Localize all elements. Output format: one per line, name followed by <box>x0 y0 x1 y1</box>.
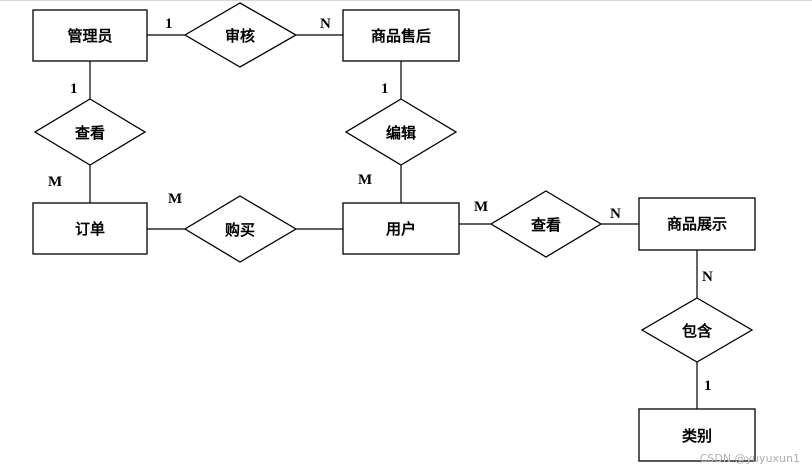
cardinality-contain-category: 1 <box>704 378 712 394</box>
relationship-contain: 包含 <box>640 297 754 363</box>
cardinality-labels: 1 N 1 M 1 M M M N N 1 <box>48 16 713 394</box>
entity-category: 类别 <box>638 408 756 462</box>
relationship-admin-view: 查看 <box>33 98 147 166</box>
cardinality-review-admin: 1 <box>165 16 173 32</box>
cardinality-admin-view-order: M <box>48 174 62 190</box>
entity-user: 用户 <box>342 202 460 255</box>
relationship-review-label: 审核 <box>225 27 255 45</box>
entity-order-label: 订单 <box>75 220 105 238</box>
top-border-line <box>0 0 812 1</box>
cardinality-contain-product: N <box>702 269 713 285</box>
entity-admin: 管理员 <box>32 9 148 62</box>
cardinality-edit-after-sales: 1 <box>381 81 389 97</box>
entity-order: 订单 <box>32 202 148 255</box>
relationship-user-view: 查看 <box>489 190 603 258</box>
entity-after-sales: 商品售后 <box>342 9 460 62</box>
entity-user-label: 用户 <box>386 220 416 238</box>
relationship-purchase: 购买 <box>183 195 298 263</box>
connector-lines <box>89 34 698 409</box>
relationship-edit: 编辑 <box>344 98 458 166</box>
cardinality-edit-user: M <box>358 172 372 188</box>
entity-admin-label: 管理员 <box>67 27 112 45</box>
cardinality-admin-view-admin: 1 <box>70 81 78 97</box>
watermark-text: CSDN @yuyuxun1 <box>699 452 800 465</box>
entity-product-display: 商品展示 <box>638 197 756 251</box>
cardinality-review-after-sales: N <box>320 16 331 32</box>
relationship-review: 审核 <box>183 2 298 68</box>
relationship-edit-label: 编辑 <box>386 124 416 142</box>
relationship-user-view-label: 查看 <box>531 216 561 234</box>
entity-after-sales-label: 商品售后 <box>371 27 431 45</box>
relationship-admin-view-label: 查看 <box>75 124 105 142</box>
cardinality-user-view-product: N <box>610 206 621 222</box>
cardinality-purchase-order: M <box>168 191 182 207</box>
cardinality-user-view-user: M <box>474 199 488 215</box>
entity-product-display-label: 商品展示 <box>667 215 727 233</box>
relationship-contain-label: 包含 <box>682 322 713 340</box>
relationship-purchase-label: 购买 <box>225 221 255 239</box>
entity-category-label: 类别 <box>682 427 712 445</box>
